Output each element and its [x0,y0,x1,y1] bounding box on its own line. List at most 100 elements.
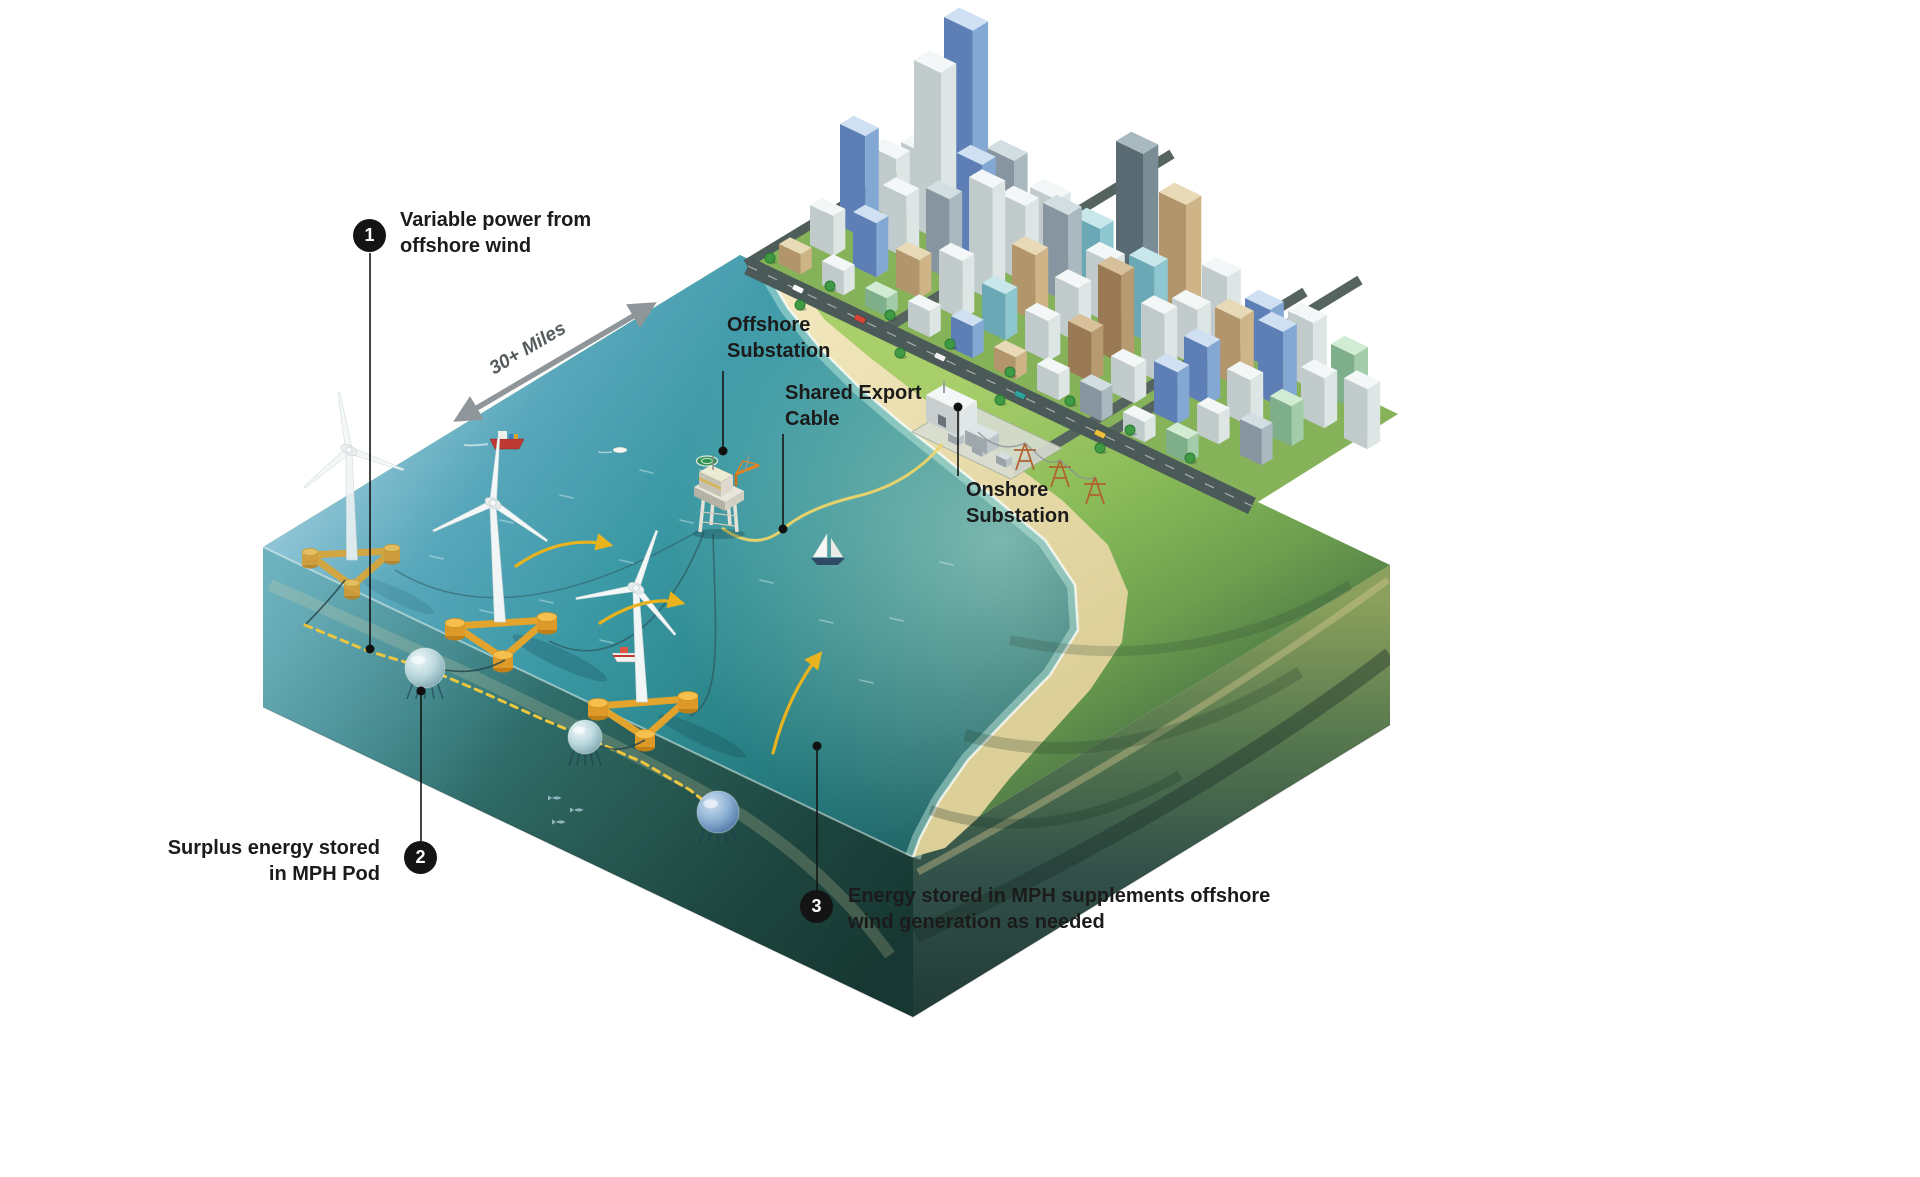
building [853,204,889,278]
shape [939,250,963,320]
offshore-substation-label: Offshore Substation [727,314,831,363]
building [1025,302,1061,362]
subsea-storage-cable [303,623,720,814]
pod-tendril [436,681,444,700]
shape [929,304,941,338]
shape [1005,286,1018,341]
shape [962,253,975,320]
shape [1172,289,1211,310]
shape [1086,241,1125,262]
shape [1000,185,1039,206]
tree [794,299,807,311]
shape [1283,323,1297,408]
tree [994,394,1007,406]
building [1197,397,1230,445]
tree [944,338,957,350]
wave-glint [619,559,634,564]
shape [1344,378,1368,450]
shape [957,144,996,165]
shape [992,180,1006,301]
wind-turbine-1 [301,392,435,615]
shape [1270,396,1292,447]
shape [1367,381,1381,450]
wave-glint [699,469,714,474]
shape [1098,264,1122,364]
wave-glint [479,609,494,614]
export-cable [721,443,944,542]
shape [1301,359,1338,379]
building [951,309,984,359]
turbine-hub [632,584,640,592]
shape [1134,359,1147,404]
shape [840,115,879,136]
shape [883,185,907,259]
pod-highlight [703,798,719,809]
building [939,242,975,320]
shape [1055,269,1092,289]
pontoon [301,548,319,556]
building [1240,412,1273,466]
turbine-blade [337,392,353,451]
building [1080,374,1113,422]
wave-glint [819,619,834,624]
mph-pod-2 [567,719,603,767]
shape [822,254,855,272]
shape [919,252,932,299]
cliff-face [913,565,1390,1017]
step1-marker: 1 [353,219,386,252]
building [1012,236,1049,322]
beach-sand [763,266,1128,857]
pod-tendril [568,748,576,767]
coastal-road-centerline [747,265,1253,507]
shape [1035,247,1049,322]
tree [894,347,907,359]
shape [1111,356,1135,404]
wind-turbine-3 [575,529,746,758]
shape [1331,335,1368,356]
shape [843,264,855,296]
wave-glint [679,519,694,524]
pod-highlight [573,726,585,734]
inter-array-cables [394,529,717,717]
onshore-substation-label: Onshore Substation [966,479,1070,528]
shape [1207,339,1221,406]
shape [1250,372,1264,427]
block-bottom-edge [262,706,1391,1018]
turbine-shadow [658,714,746,758]
power-lines [977,431,1096,480]
shape [969,169,1006,189]
shape [1215,298,1254,319]
street-cars [791,284,1107,439]
wind-turbine-2 [432,436,608,682]
shape [865,281,898,299]
leader-dots [365,402,963,751]
shape [969,177,993,301]
shape [982,283,1006,341]
pod-highlight [411,655,425,665]
turbine-blade [303,446,352,489]
turbine-shadow [361,577,435,615]
platform-crane [734,460,760,486]
shape [908,294,941,312]
shape [1166,422,1199,440]
step2-label: Surplus energy stored in MPH Pod [167,837,380,886]
slope-contours [928,580,1353,829]
shape [914,50,957,73]
shape [896,241,932,261]
building [1154,353,1190,425]
shape [1048,313,1061,362]
offshore-substation-illustration [693,454,760,539]
shape [1037,357,1070,375]
building [1258,311,1297,408]
shape [896,249,920,299]
shape [1121,267,1135,364]
shape [779,244,801,275]
pod-sphere [567,719,603,755]
shape [951,316,973,359]
pod-tendril [594,748,602,767]
wave-glint [639,469,654,474]
fish [552,819,566,825]
surf-foam-line [761,265,1080,858]
transmission-towers [1014,442,1106,505]
shape [1261,422,1273,466]
